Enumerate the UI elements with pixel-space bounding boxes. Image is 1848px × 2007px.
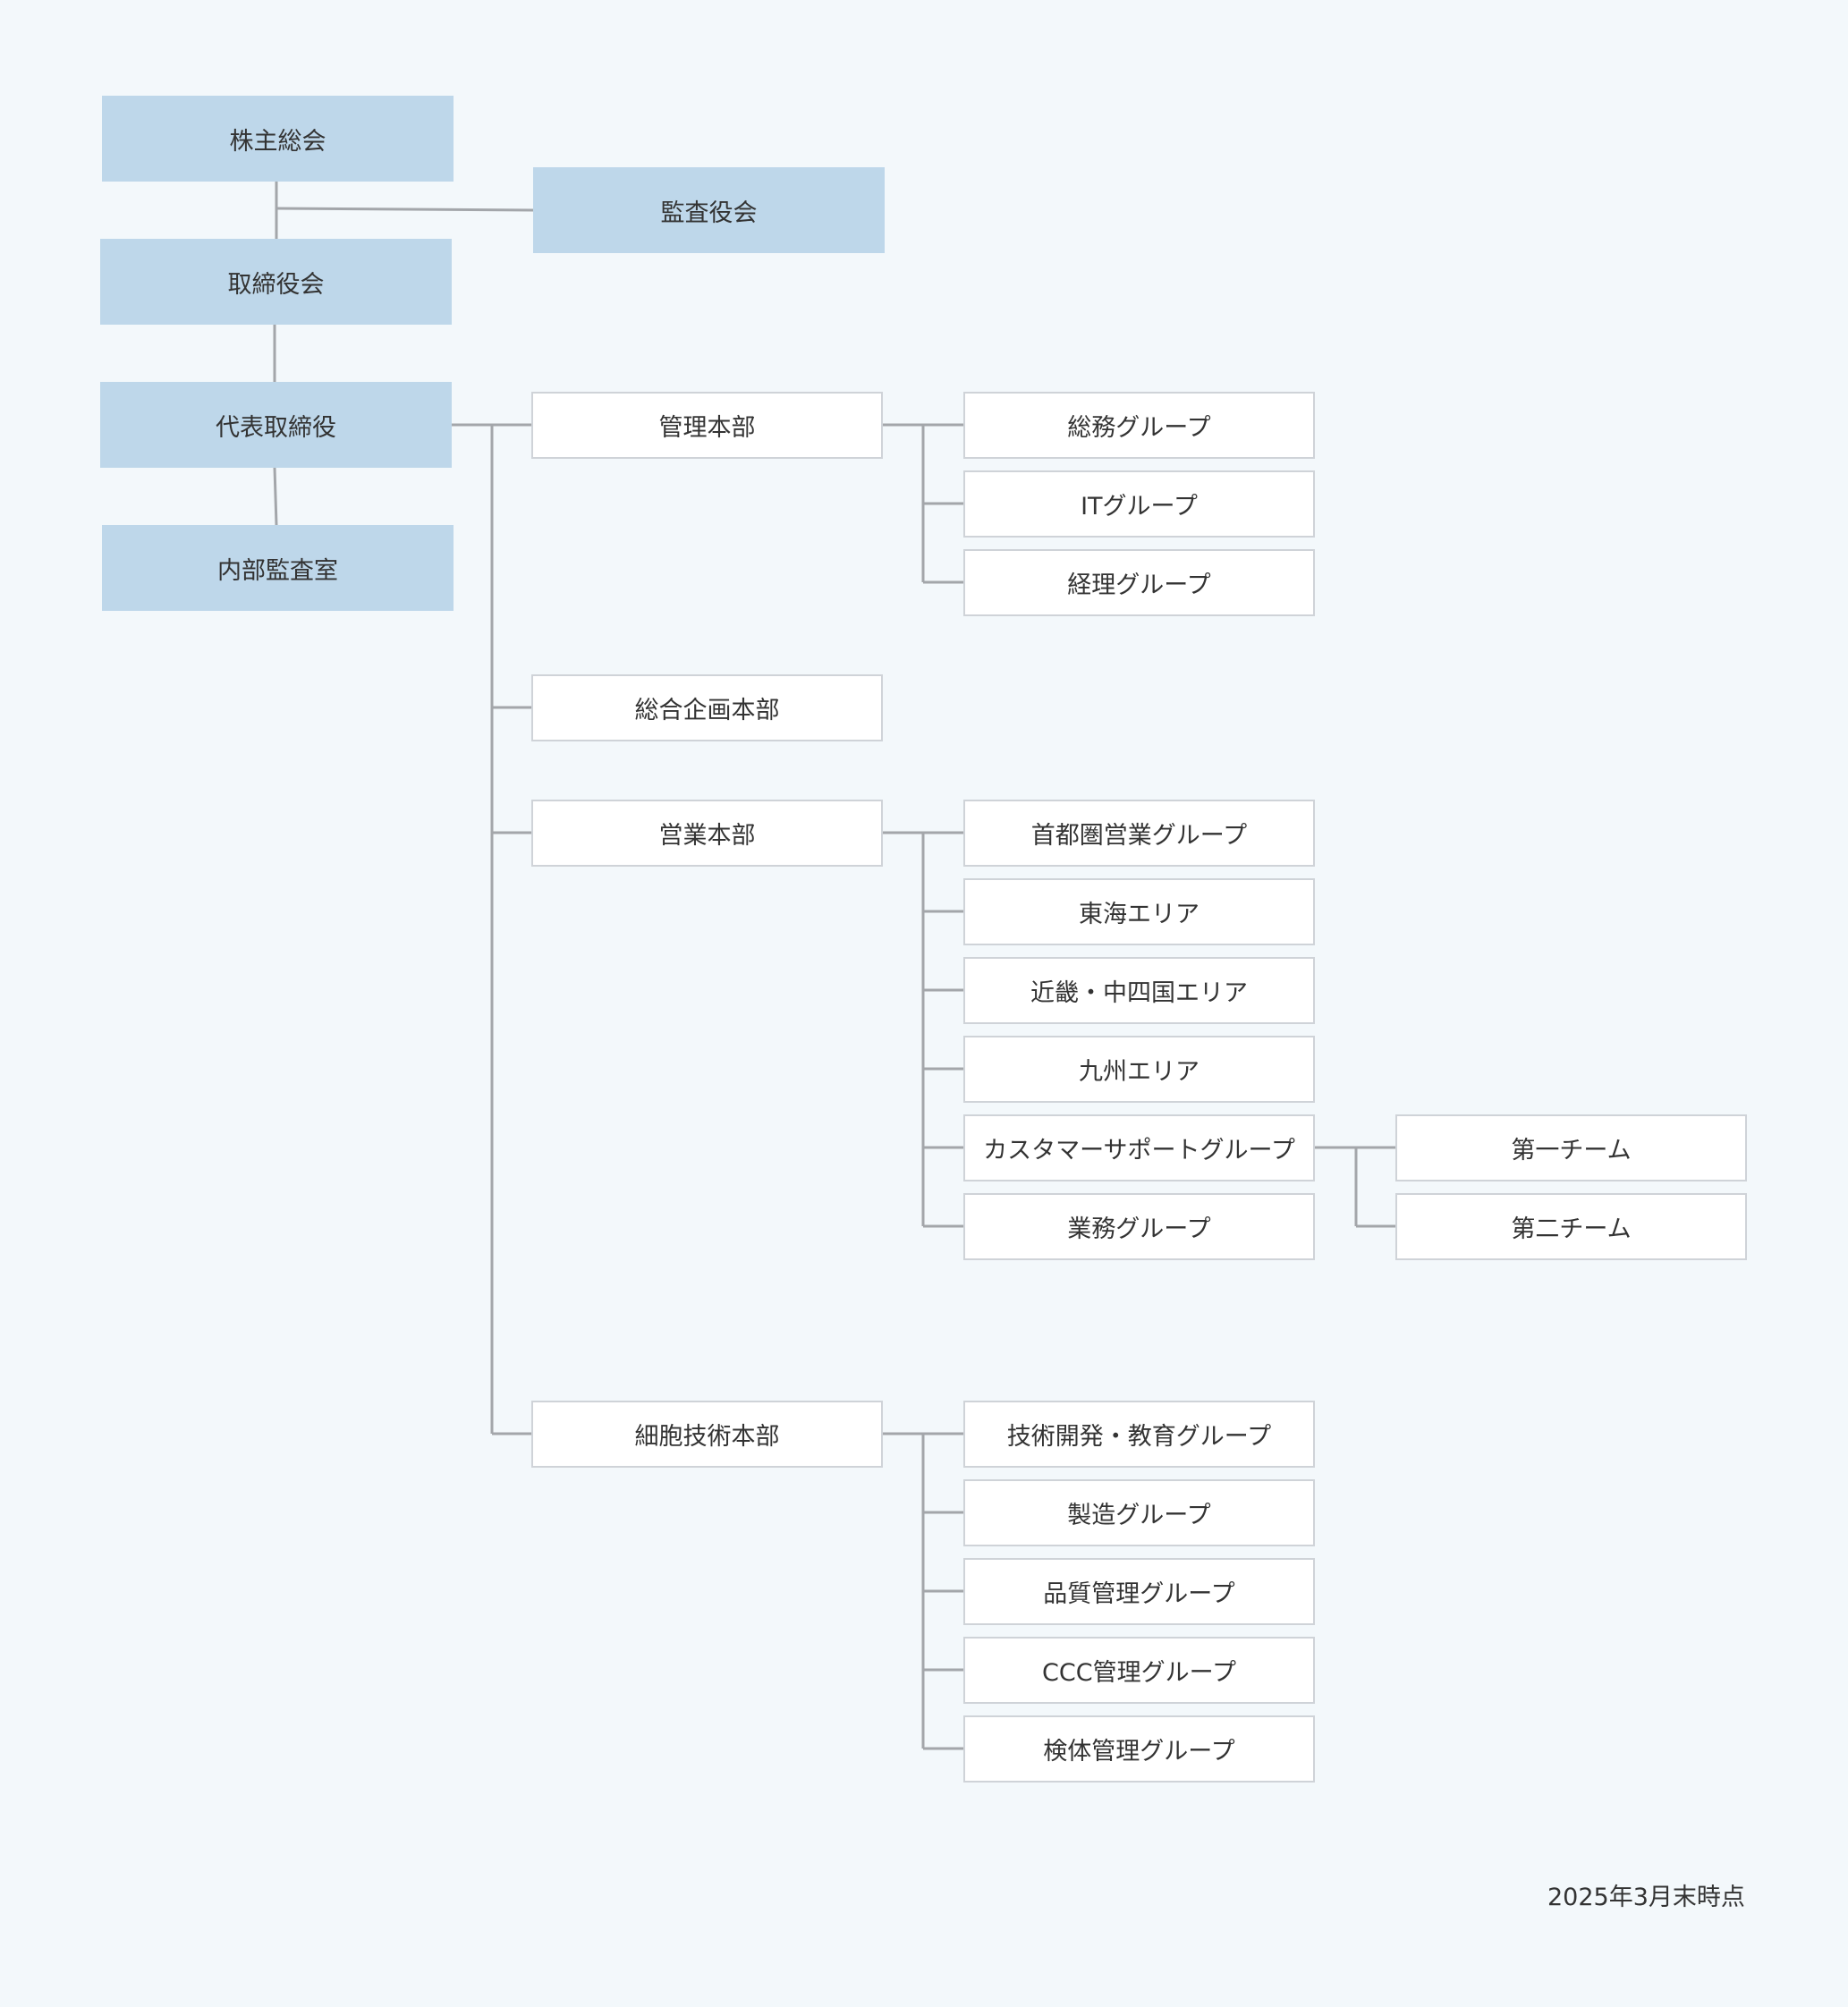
- group-box-label: 総務グループ: [1067, 413, 1211, 442]
- division-box-label: 細胞技術本部: [634, 1422, 780, 1451]
- representative-to-internal-audit-line: [273, 467, 278, 526]
- board-of-directors-label: 取締役会: [227, 270, 325, 299]
- group-box-label: 技術開発・教育グループ: [1006, 1422, 1272, 1451]
- group-box: 首都圏営業グループ: [963, 799, 1315, 867]
- group-box: 東海エリア: [963, 877, 1315, 945]
- division-box-label: 総合企画本部: [634, 696, 780, 724]
- group-box-label: 製造グループ: [1067, 1501, 1211, 1529]
- division-box-label: 管理本部: [658, 413, 756, 442]
- shareholders-meeting-label: 株主総会: [229, 127, 326, 156]
- as-of-date-note: 2025年3月末時点: [1547, 1884, 1745, 1911]
- group-box-label: カスタマーサポートグループ: [983, 1136, 1295, 1164]
- group-box-label: ITグループ: [1081, 492, 1198, 521]
- division-box: 細胞技術本部: [531, 1400, 883, 1468]
- team-box-label: 第一チーム: [1511, 1136, 1632, 1164]
- group-box-label: 九州エリア: [1079, 1057, 1200, 1086]
- group-box: CCC管理グループ: [963, 1636, 1315, 1704]
- board-of-directors-box: 取締役会: [100, 239, 452, 325]
- group-box: 製造グループ: [963, 1478, 1315, 1546]
- group-box-label: 品質管理グループ: [1043, 1579, 1235, 1608]
- group-box: カスタマーサポートグループ: [963, 1114, 1315, 1181]
- team-box: 第二チーム: [1395, 1192, 1747, 1260]
- audit-board-branch-line: [276, 207, 534, 212]
- division-box: 営業本部: [531, 799, 883, 867]
- group-box-label: 検体管理グループ: [1043, 1737, 1235, 1766]
- audit-board-label: 監査役会: [660, 199, 758, 227]
- shareholders-meeting-box: 株主総会: [102, 96, 454, 182]
- representative-director-box: 代表取締役: [100, 382, 452, 468]
- group-box: 検体管理グループ: [963, 1715, 1315, 1783]
- internal-audit-office-box: 内部監査室: [102, 525, 454, 611]
- division-box: 管理本部: [531, 391, 883, 459]
- group-box: 品質管理グループ: [963, 1557, 1315, 1625]
- group-box: 経理グループ: [963, 548, 1315, 616]
- group-box: 近畿・中四国エリア: [963, 956, 1315, 1024]
- group-box-label: 経理グループ: [1067, 571, 1211, 599]
- internal-audit-office-label: 内部監査室: [217, 556, 338, 585]
- group-box-label: 東海エリア: [1079, 900, 1200, 928]
- group-box: 総務グループ: [963, 391, 1315, 459]
- audit-board-box: 監査役会: [533, 167, 885, 253]
- representative-director-label: 代表取締役: [216, 413, 336, 442]
- group-box-label: CCC管理グループ: [1042, 1658, 1236, 1687]
- division-box-label: 営業本部: [658, 821, 756, 850]
- division-box: 総合企画本部: [531, 673, 883, 741]
- group-box: 技術開発・教育グループ: [963, 1400, 1315, 1468]
- team-box: 第一チーム: [1395, 1114, 1747, 1181]
- group-box: 業務グループ: [963, 1192, 1315, 1260]
- group-box-label: 近畿・中四国エリア: [1030, 978, 1248, 1007]
- team-box-label: 第二チーム: [1511, 1215, 1632, 1243]
- group-box-label: 業務グループ: [1067, 1215, 1211, 1243]
- group-box: 九州エリア: [963, 1035, 1315, 1103]
- group-box: ITグループ: [963, 470, 1315, 538]
- group-box-label: 首都圏営業グループ: [1030, 821, 1248, 850]
